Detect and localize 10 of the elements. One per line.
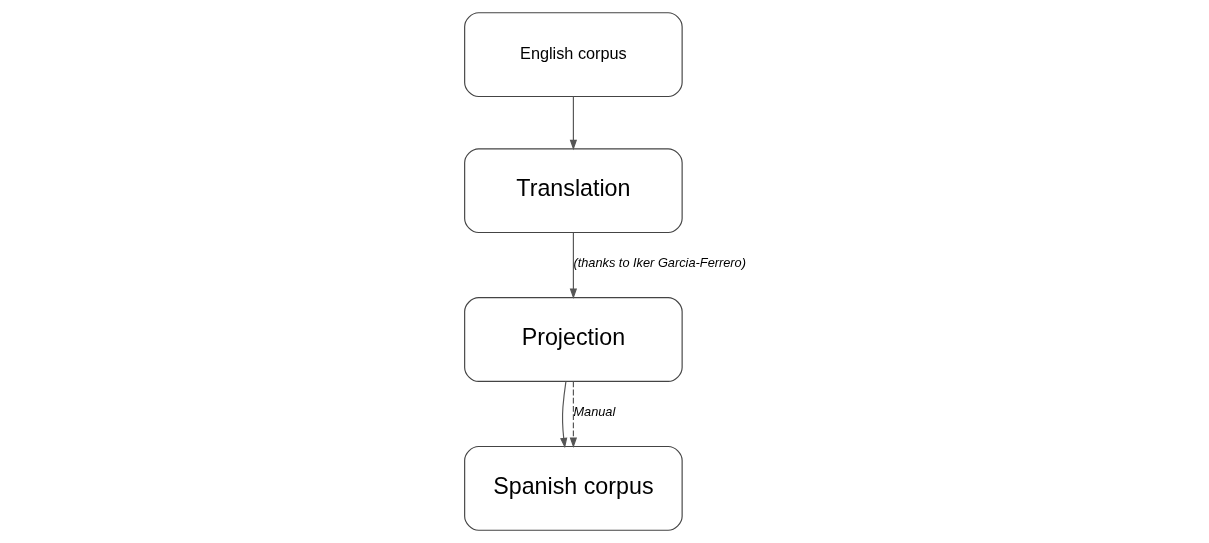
node-box: Translation xyxy=(464,148,683,234)
arrow xyxy=(569,232,578,299)
node-box: English corpus xyxy=(464,12,683,98)
edge-label: Manual xyxy=(573,404,616,420)
arrow xyxy=(569,96,578,151)
node-box: Projection xyxy=(464,297,683,382)
node-box: Spanish corpus xyxy=(464,445,683,531)
edge-label: (thanks to Iker Garcia-Ferrero) xyxy=(573,255,746,271)
arrow xyxy=(560,381,568,449)
arrow xyxy=(569,380,578,448)
